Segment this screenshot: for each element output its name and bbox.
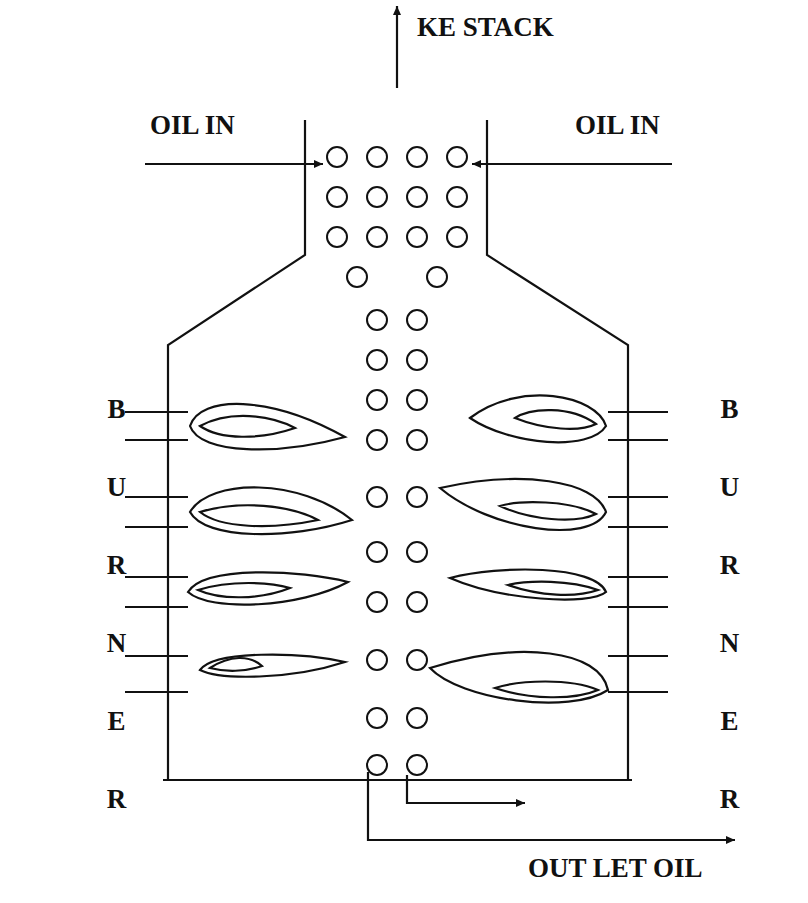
tube [367, 187, 387, 207]
tube [327, 187, 347, 207]
tube [447, 187, 467, 207]
tube [407, 755, 427, 775]
burner-label: BURNER [103, 370, 130, 838]
tube [407, 542, 427, 562]
tube [367, 350, 387, 370]
tube [407, 147, 427, 167]
tube [407, 187, 427, 207]
oil-in-arrow [145, 163, 323, 165]
tube [407, 708, 427, 728]
tube [367, 650, 387, 670]
tube [407, 592, 427, 612]
tube [327, 147, 347, 167]
tube [367, 592, 387, 612]
oil-in-label: OIL IN [150, 112, 235, 139]
burner-flame [188, 404, 352, 677]
tube [367, 542, 387, 562]
tube [327, 227, 347, 247]
oil-in-arrow [472, 163, 672, 165]
tube [367, 430, 387, 450]
tube [407, 227, 427, 247]
burner-pipe [125, 412, 188, 692]
tube [367, 227, 387, 247]
tube [367, 708, 387, 728]
furnace-floor [163, 779, 632, 781]
tube [407, 350, 427, 370]
tube [367, 147, 387, 167]
tube [447, 227, 467, 247]
tube [407, 650, 427, 670]
tube [407, 487, 427, 507]
tube [407, 310, 427, 330]
tube [427, 267, 447, 287]
tube [367, 310, 387, 330]
outlet-line [407, 775, 525, 803]
tube [347, 267, 367, 287]
furnace-wall [168, 120, 305, 780]
outlet-label: OUT LET OIL [528, 855, 703, 882]
tube [367, 390, 387, 410]
heater-tubes [327, 147, 467, 775]
burner-pipe [608, 412, 668, 692]
stack-arrow [396, 6, 398, 88]
burner-label: BURNER [716, 370, 743, 838]
stack-label: KE STACK [417, 14, 554, 41]
tube [407, 430, 427, 450]
tube [367, 755, 387, 775]
burner-flame [430, 395, 608, 702]
oil-in-label: OIL IN [575, 112, 660, 139]
tube [447, 147, 467, 167]
tube [407, 390, 427, 410]
tube [367, 487, 387, 507]
outlet-line [368, 772, 735, 840]
furnace-wall [487, 120, 628, 780]
